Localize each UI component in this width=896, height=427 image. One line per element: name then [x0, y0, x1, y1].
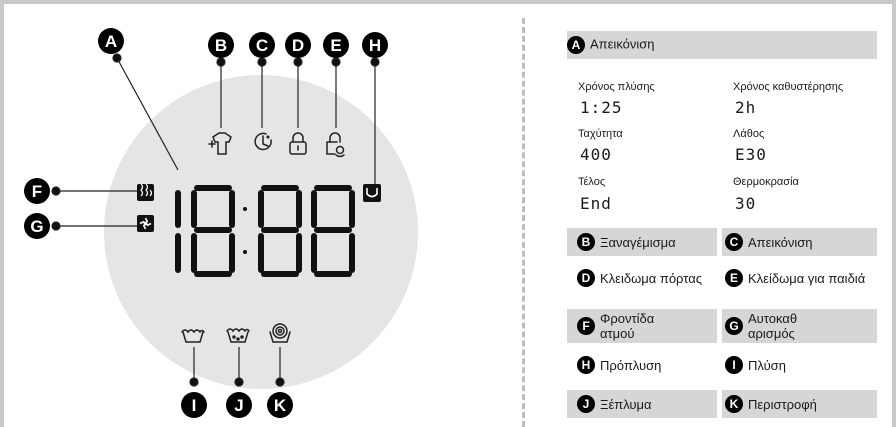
svg-text:J: J — [234, 396, 243, 415]
legend-item-k: K Περιστροφή — [725, 395, 817, 413]
legend-badge-i: I — [725, 356, 743, 374]
legend-item-e-text: Κλείδωμα για παιδιά — [748, 270, 866, 286]
digit-8-second — [258, 185, 302, 277]
legend-header-title: Απεικόνιση — [590, 36, 655, 52]
legend-badge-e: E — [725, 269, 743, 287]
temperature-value: 30 — [735, 194, 757, 213]
callout-k: K — [267, 392, 293, 418]
frame-left — [0, 0, 4, 427]
callout-j: J — [226, 392, 252, 418]
svg-text:E: E — [330, 36, 341, 55]
legend-row-c-band — [722, 228, 877, 256]
legend-badge-h: H — [577, 356, 595, 374]
callout-i: I — [181, 392, 207, 418]
legend-item-c: C Απεικόνιση — [725, 233, 813, 251]
wash-time-label: Χρόνος πλύσης — [578, 81, 655, 93]
add-garment-icon — [208, 132, 232, 155]
callout-f: F — [24, 178, 50, 204]
bottom-icons — [181, 323, 291, 343]
frame-right — [892, 0, 896, 427]
wash-tub-icon — [181, 329, 205, 343]
callout-a: A — [98, 28, 124, 54]
legend-header: A Απεικόνιση — [567, 36, 655, 54]
svg-text:D: D — [292, 36, 304, 55]
legend-item-j: J Ξέπλυμα — [577, 395, 652, 413]
rinse-tub-icon — [226, 328, 250, 343]
legend-row-k-band — [722, 390, 877, 418]
leader-a — [116, 57, 179, 171]
legend-badge-g: G — [725, 317, 743, 335]
svg-text:I: I — [192, 396, 197, 415]
legend-header-band — [567, 31, 877, 59]
legend-item-f: F Φροντίδα ατμού — [577, 311, 680, 341]
wash-time-value: 1:25 — [580, 98, 623, 117]
legend-item-j-text: Ξέπλυμα — [600, 396, 652, 412]
legend-item-b-text: Ξαναγέμισμα — [600, 234, 676, 250]
legend-badge-c: C — [725, 233, 743, 251]
panel-divider — [522, 18, 525, 427]
legend-badge-k: K — [725, 395, 743, 413]
colon-top-dot — [243, 207, 247, 211]
legend-item-d: D Κλειδωμα πόρτας — [577, 269, 710, 287]
legend-row-g-band — [722, 309, 877, 343]
prewash-icon — [363, 184, 381, 202]
legend-item-g-text: Αυτοκαθ αρισμός — [748, 311, 798, 341]
end-value: End — [580, 194, 612, 213]
legend-item-i: I Πλύση — [725, 356, 786, 374]
digit-8-third — [311, 185, 355, 277]
delay-time-label: Χρόνος καθυστέρησης — [733, 81, 844, 93]
legend-badge-d: D — [577, 269, 595, 287]
frame-top — [0, 0, 896, 4]
svg-text:A: A — [105, 32, 117, 51]
error-value: E30 — [735, 145, 767, 164]
end-label: Τέλος — [578, 176, 606, 188]
legend-item-c-text: Απεικόνιση — [748, 234, 813, 250]
legend-item-g: G Αυτοκαθ αρισμός — [725, 311, 810, 341]
colon-bottom-dot — [243, 250, 247, 254]
seven-segment-readout — [175, 185, 355, 277]
speed-value: 400 — [580, 145, 612, 164]
legend-item-h-text: Πρόπλυση — [600, 357, 662, 373]
legend-badge-a: A — [567, 36, 585, 54]
callout-e: E — [323, 32, 349, 58]
spin-icon — [269, 323, 291, 343]
callout-c: C — [249, 32, 275, 58]
svg-text:F: F — [32, 182, 42, 201]
leader-a-dot — [112, 53, 122, 63]
steam-care-icon — [137, 183, 154, 201]
top-icons — [208, 132, 345, 158]
callout-h: H — [362, 32, 388, 58]
legend-badge-j: J — [577, 395, 595, 413]
svg-text:H: H — [369, 36, 381, 55]
legend-badge-b: B — [577, 233, 595, 251]
delay-time-value: 2h — [735, 98, 757, 117]
digit-8-first — [191, 185, 235, 277]
callout-badges: A B C D E H F G I J K — [24, 28, 388, 418]
legend-item-i-text: Πλύση — [748, 357, 786, 373]
error-label: Λάθος — [733, 128, 765, 140]
callout-d: D — [285, 32, 311, 58]
legend-badge-f: F — [577, 317, 595, 335]
svg-text:G: G — [30, 217, 43, 236]
legend-item-h: H Πρόπλυση — [577, 356, 661, 374]
legend-item-d-text: Κλειδωμα πόρτας — [600, 270, 703, 286]
legend-item-b: B Ξαναγέμισμα — [577, 233, 676, 251]
callout-b: B — [208, 32, 234, 58]
legend-item-k-text: Περιστροφή — [748, 396, 817, 412]
svg-text:B: B — [215, 36, 227, 55]
legend-item-f-text: Φροντίδα ατμού — [600, 311, 655, 341]
legend-item-e: E Κλείδωμα για παιδιά — [725, 269, 873, 287]
delay-clock-icon — [254, 132, 272, 151]
temperature-label: Θερμοκρασία — [733, 176, 799, 188]
door-lock-icon — [289, 132, 307, 155]
svg-text:K: K — [274, 396, 287, 415]
callout-g: G — [24, 213, 50, 239]
speed-label: Ταχύτητα — [578, 128, 623, 140]
self-clean-icon — [137, 215, 154, 232]
child-lock-icon — [326, 132, 345, 158]
svg-text:C: C — [256, 36, 268, 55]
